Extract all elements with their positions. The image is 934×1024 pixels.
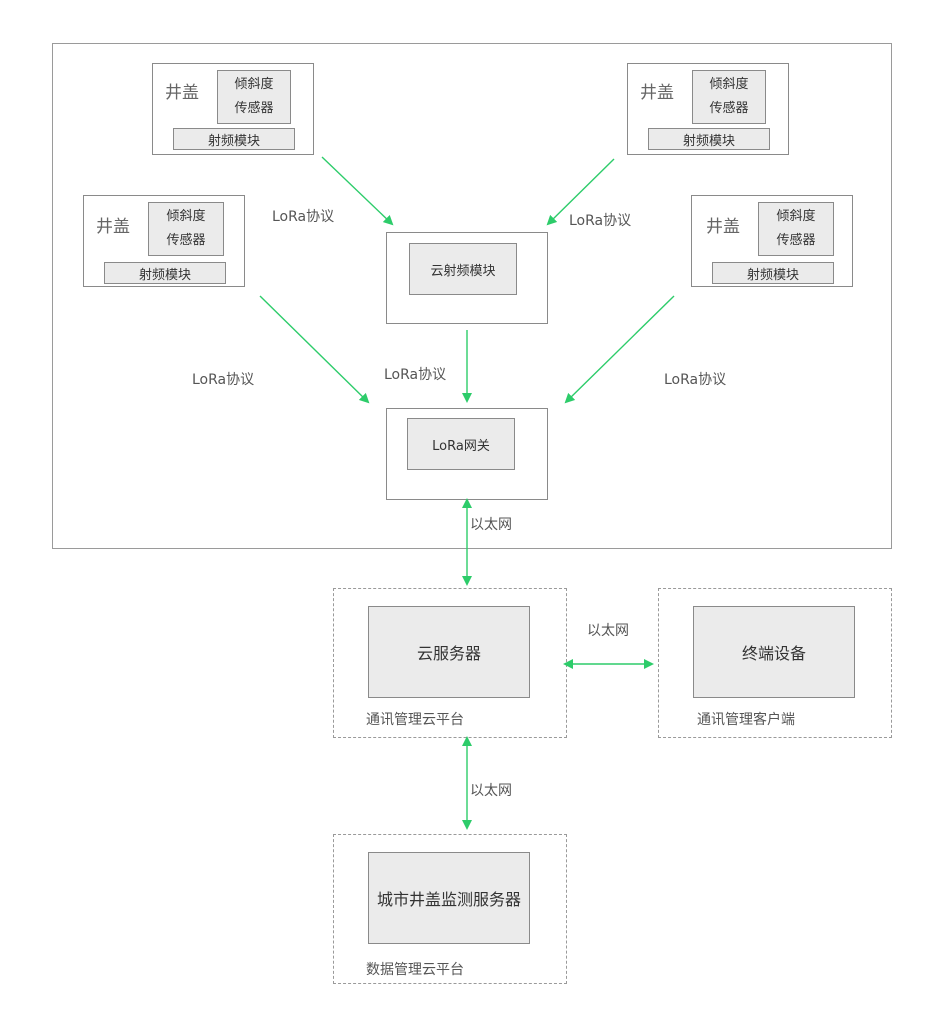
- tilt-sensor-line1: 倾斜度: [776, 209, 816, 224]
- rf-module: 射频模块: [173, 128, 295, 150]
- manhole-node-top-right: 井盖 倾斜度 传感器 射频模块: [627, 63, 789, 155]
- arrow-topright-to-cloudrf: [546, 158, 615, 226]
- manhole-cover-label: 井盖: [640, 83, 674, 103]
- manhole-node-top-left: 井盖 倾斜度 传感器 射频模块: [152, 63, 314, 155]
- lora-gateway: LoRa网关: [407, 418, 515, 470]
- manhole-node-mid-right: 井盖 倾斜度 传感器 射频模块: [691, 195, 853, 287]
- tilt-sensor: 倾斜度 传感器: [692, 70, 766, 124]
- tilt-sensor-line2: 传感器: [709, 101, 749, 116]
- ethernet-label-3: 以太网: [470, 783, 512, 799]
- rf-module: 射频模块: [712, 262, 834, 284]
- lora-protocol-label-5: LoRa协议: [664, 372, 727, 388]
- arrow-midleft-to-gateway: [259, 295, 370, 404]
- manhole-cover-label: 井盖: [96, 217, 130, 237]
- tilt-sensor-line2: 传感器: [776, 233, 816, 248]
- tilt-sensor-line1: 倾斜度: [234, 77, 274, 92]
- tilt-sensor-line2: 传感器: [234, 101, 274, 116]
- comm-platform-container: 云服务器 通讯管理云平台: [333, 588, 567, 738]
- tilt-sensor-line1: 倾斜度: [709, 77, 749, 92]
- arrow-topleft-to-cloudrf: [321, 156, 394, 226]
- tilt-sensor: 倾斜度 传感器: [758, 202, 834, 256]
- tilt-sensor-line1: 倾斜度: [166, 209, 206, 224]
- terminal-device: 终端设备: [693, 606, 855, 698]
- cloud-rf-module: 云射频模块: [409, 243, 517, 295]
- ethernet-label-2: 以太网: [587, 623, 629, 639]
- comm-client-label: 通讯管理客户端: [697, 712, 795, 728]
- lora-protocol-label-2: LoRa协议: [569, 213, 632, 229]
- manhole-cover-label: 井盖: [706, 217, 740, 237]
- comm-platform-label: 通讯管理云平台: [366, 712, 464, 728]
- cloud-rf-node: 云射频模块: [386, 232, 548, 324]
- tilt-sensor-line2: 传感器: [166, 233, 206, 248]
- cloud-server: 云服务器: [368, 606, 530, 698]
- comm-client-container: 终端设备 通讯管理客户端: [658, 588, 892, 738]
- lora-protocol-label-4: LoRa协议: [384, 367, 447, 383]
- lora-protocol-label-3: LoRa协议: [192, 372, 255, 388]
- manhole-node-mid-left: 井盖 倾斜度 传感器 射频模块: [83, 195, 245, 287]
- data-platform-container: 城市井盖监测服务器 数据管理云平台: [333, 834, 567, 984]
- arrow-midright-to-gateway: [564, 295, 675, 404]
- lora-gateway-node: LoRa网关: [386, 408, 548, 500]
- city-manhole-server: 城市井盖监测服务器: [368, 852, 530, 944]
- rf-module: 射频模块: [648, 128, 770, 150]
- tilt-sensor: 倾斜度 传感器: [148, 202, 224, 256]
- rf-module: 射频模块: [104, 262, 226, 284]
- manhole-cover-label: 井盖: [165, 83, 199, 103]
- ethernet-label-1: 以太网: [470, 517, 512, 533]
- lora-protocol-label-1: LoRa协议: [272, 209, 335, 225]
- data-platform-label: 数据管理云平台: [366, 962, 464, 978]
- tilt-sensor: 倾斜度 传感器: [217, 70, 291, 124]
